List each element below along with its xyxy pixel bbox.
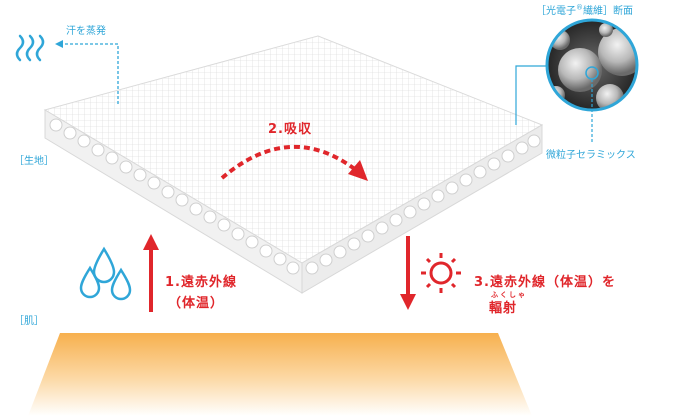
step3-ruby: ふくしゃ bbox=[491, 291, 527, 299]
fiber-section-label: ［光電子®繊維］断面 bbox=[536, 3, 633, 17]
absorb-arrow bbox=[220, 144, 368, 181]
water-drops-icon bbox=[79, 246, 132, 301]
fiber-section-magnifier bbox=[515, 18, 639, 143]
ceramics-label: 微粒子セラミックス bbox=[546, 150, 636, 161]
step3-label-line1: 3.遠赤外線（体温）を bbox=[474, 275, 616, 290]
step1-label-line1: 1.遠赤外線 bbox=[165, 275, 237, 290]
far-infrared-up-arrow bbox=[143, 234, 159, 312]
sweat-leader bbox=[62, 43, 119, 104]
sun-icon bbox=[421, 253, 461, 293]
step1-label-line2: （体温） bbox=[168, 296, 225, 311]
fabric-label: ［生地］ bbox=[14, 156, 54, 167]
skin-label: ［肌］ bbox=[14, 316, 44, 327]
step2-absorb-label: 2.吸収 bbox=[268, 122, 312, 137]
far-infrared-down-arrow bbox=[400, 236, 416, 310]
sweat-evaporate-label: 汗を蒸発 bbox=[66, 26, 106, 37]
fabric-left-holes bbox=[49, 118, 300, 275]
step3-label-line2: 輻射 bbox=[489, 301, 518, 316]
steam-icon bbox=[15, 34, 45, 62]
skin-surface bbox=[28, 333, 532, 416]
fabric-right-holes bbox=[305, 134, 541, 275]
